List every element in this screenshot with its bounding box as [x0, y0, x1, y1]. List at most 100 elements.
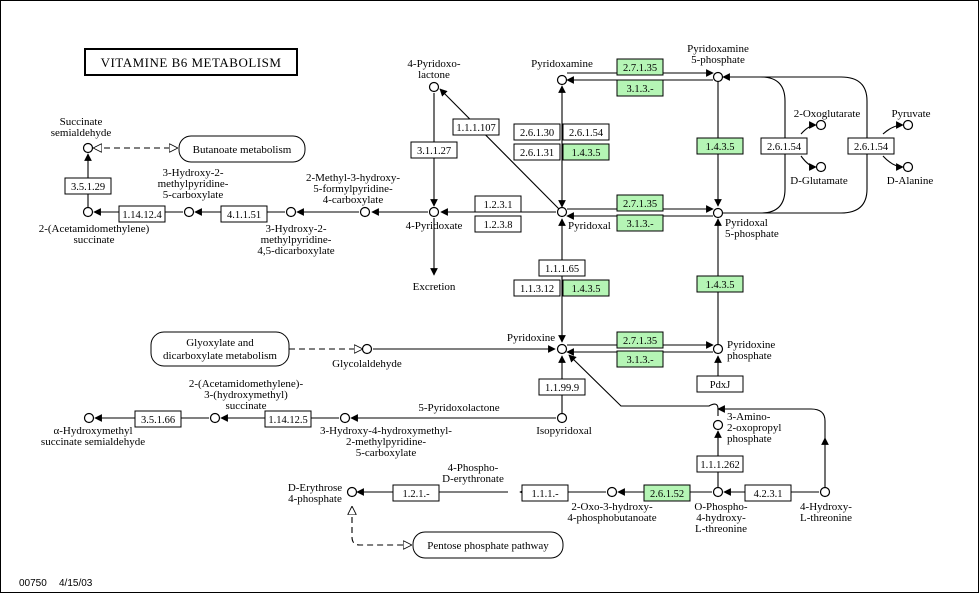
enzyme-2.6.1.30[interactable]: 2.6.1.30 — [513, 123, 561, 141]
compound-excretion[interactable]: Excretion — [413, 281, 456, 293]
enzyme-1.2.3.8[interactable]: 1.2.3.8 — [474, 215, 522, 233]
compound-label: 3-(hydroxymethyl) — [204, 389, 288, 401]
enzyme-2.6.1.54[interactable]: 2.6.1.54 — [760, 137, 808, 155]
compound-glutamate[interactable]: D-Glutamate — [790, 161, 848, 188]
compound-node[interactable] — [82, 142, 94, 154]
compound-node[interactable] — [428, 81, 440, 93]
enzyme-2.7.1.35[interactable]: 2.7.1.35 — [616, 58, 664, 76]
compound-pyridoxamine[interactable]: Pyridoxamine — [531, 58, 593, 86]
compound-node[interactable] — [556, 74, 568, 86]
enzyme-3.1.1.27[interactable]: 3.1.1.27 — [410, 141, 458, 159]
enzyme-1.2.1.-[interactable]: 1.2.1.- — [392, 484, 440, 502]
compound-node[interactable] — [359, 206, 371, 218]
enzyme-3.5.1.66[interactable]: 3.5.1.66 — [134, 410, 182, 428]
compound-node[interactable] — [712, 419, 724, 431]
compound-node[interactable] — [209, 412, 221, 424]
enzyme-1.1.1.65[interactable]: 1.1.1.65 — [538, 259, 586, 277]
compound-hydroxy-hydroxymethyl-methylpyridine[interactable]: 3-Hydroxy-4-hydroxymethyl-2-methylpyridi… — [320, 412, 452, 460]
enzyme-1.4.3.5[interactable]: 1.4.3.5 — [562, 143, 610, 161]
enzyme-3.5.1.29[interactable]: 3.5.1.29 — [64, 177, 112, 195]
enzyme-4.2.3.1[interactable]: 4.2.3.1 — [744, 484, 792, 502]
compound-node[interactable] — [428, 206, 440, 218]
compound-hydroxy-threonine[interactable]: 4-Hydroxy-L-threonine — [800, 486, 852, 525]
enzyme-3.1.3.-[interactable]: 3.1.3.- — [616, 350, 664, 368]
enzyme-3.1.3.-[interactable]: 3.1.3.- — [616, 214, 664, 232]
compound-acetamidomethylene-hydroxymethyl-succinate[interactable]: 2-(Acetamidomethylene)-3-(hydroxymethyl)… — [189, 378, 304, 424]
pathway-link-pentose[interactable]: Pentose phosphate pathway — [412, 531, 564, 559]
compound-label: 4-Hydroxy- — [800, 501, 852, 513]
compound-methyl-hydroxy-formylpyridine[interactable]: 2-Methyl-3-hydroxy-5-formylpyridine-4-ca… — [306, 172, 400, 218]
enzyme-1.14.12.4[interactable]: 1.14.12.4 — [118, 205, 166, 223]
compound-node[interactable] — [815, 119, 827, 131]
compound-node[interactable] — [819, 486, 831, 498]
compound-oxoglutarate[interactable]: 2-Oxoglutarate — [794, 108, 861, 131]
enzyme-1.4.3.5[interactable]: 1.4.3.5 — [696, 137, 744, 155]
enzyme-PdxJ[interactable]: PdxJ — [696, 375, 744, 393]
enzyme-1.1.1.262[interactable]: 1.1.1.262 — [696, 455, 744, 473]
enzyme-1.4.3.5[interactable]: 1.4.3.5 — [562, 279, 610, 297]
compound-oxo-hydroxy-phosphobutanoate[interactable]: 2-Oxo-3-hydroxy-4-phosphobutanoate — [567, 486, 657, 525]
compound-node[interactable] — [712, 486, 724, 498]
compound-node[interactable] — [556, 206, 568, 218]
enzyme-2.6.1.52[interactable]: 2.6.1.52 — [643, 484, 691, 502]
compound-pyruvate[interactable]: Pyruvate — [891, 108, 931, 131]
compound-node[interactable] — [712, 343, 724, 355]
compound-pyridoxal[interactable]: Pyridoxal — [556, 206, 611, 233]
pathway-link-label: Butanoate metabolism — [193, 144, 292, 156]
compound-node[interactable] — [712, 207, 724, 219]
compound-hydroxy-methylpyridine-carboxylate[interactable]: 3-Hydroxy-2-methylpyridine-5-carboxylate — [158, 167, 229, 218]
compound-phospho-hydroxy-threonine[interactable]: O-Phospho-4-hydroxy-L-threonine — [694, 486, 748, 536]
compound-node[interactable] — [285, 206, 297, 218]
compound-isopyridoxal[interactable]: Isopyridoxal — [536, 412, 592, 438]
compound-phospho-erythronate[interactable]: 4-Phospho-D-erythronate — [442, 462, 504, 485]
compound-node[interactable] — [361, 343, 373, 355]
enzyme-1.1.1.-[interactable]: 1.1.1.- — [521, 484, 569, 502]
compound-node[interactable] — [339, 412, 351, 424]
compound-pyridoxolactone[interactable]: 4-Pyridoxo-lactone — [407, 58, 461, 93]
compound-node[interactable] — [183, 206, 195, 218]
enzyme-2.6.1.54[interactable]: 2.6.1.54 — [562, 123, 610, 141]
compound-node[interactable] — [556, 412, 568, 424]
compound-node[interactable] — [606, 486, 618, 498]
compound-glycolaldehyde[interactable]: Glycolaldehyde — [332, 343, 402, 371]
enzyme-2.6.1.54[interactable]: 2.6.1.54 — [847, 137, 895, 155]
enzyme-3.1.3.-[interactable]: 3.1.3.- — [616, 79, 664, 97]
enzyme-1.1.99.9[interactable]: 1.1.99.9 — [538, 378, 586, 396]
enzyme-1.4.3.5[interactable]: 1.4.3.5 — [696, 275, 744, 293]
compound-acetamidomethylene-succinate[interactable]: 2-(Acetamidomethylene)succinate — [39, 206, 150, 247]
compound-node[interactable] — [346, 486, 358, 498]
compound-node[interactable] — [712, 71, 724, 83]
enzyme-1.14.12.5[interactable]: 1.14.12.5 — [264, 410, 312, 428]
compound-pyridoxolactone5[interactable]: 5-Pyridoxolactone — [418, 402, 499, 414]
compound-label: 2-(Acetamidomethylene) — [39, 223, 150, 235]
enzyme-1.2.3.1[interactable]: 1.2.3.1 — [474, 195, 522, 213]
enzyme-1.1.1.107[interactable]: 1.1.1.107 — [452, 118, 500, 136]
compound-node[interactable] — [82, 206, 94, 218]
compound-node[interactable] — [902, 119, 914, 131]
compound-hydroxy-methylpyridine-dicarboxylate[interactable]: 3-Hydroxy-2-methylpyridine-4,5-dicarboxy… — [257, 206, 335, 258]
enzyme-2.7.1.35[interactable]: 2.7.1.35 — [616, 331, 664, 349]
enzyme-2.6.1.31[interactable]: 2.6.1.31 — [513, 143, 561, 161]
compound-pyridoxate[interactable]: 4-Pyridoxate — [406, 206, 463, 233]
compound-label: 4-hydroxy- — [696, 512, 746, 524]
compound-alanine[interactable]: D-Alanine — [887, 161, 934, 188]
pathway-link-butanoate[interactable]: Butanoate metabolism — [178, 135, 306, 163]
compound-node[interactable] — [902, 161, 914, 173]
enzyme-1.1.3.12[interactable]: 1.1.3.12 — [513, 279, 561, 297]
compound-label: 4-phosphobutanoate — [567, 512, 656, 524]
compound-node[interactable] — [815, 161, 827, 173]
compound-node[interactable] — [83, 412, 95, 424]
enzyme-4.1.1.51[interactable]: 4.1.1.51 — [220, 205, 268, 223]
compound-pyridoxine[interactable]: Pyridoxine — [507, 332, 568, 355]
enzyme-2.7.1.35[interactable]: 2.7.1.35 — [616, 194, 664, 212]
compound-node[interactable] — [556, 343, 568, 355]
enzyme-label: 3.1.3.- — [626, 84, 654, 95]
pathway-link-glyoxylate[interactable]: Glyoxylate and dicarboxylate metabolism — [150, 331, 290, 367]
